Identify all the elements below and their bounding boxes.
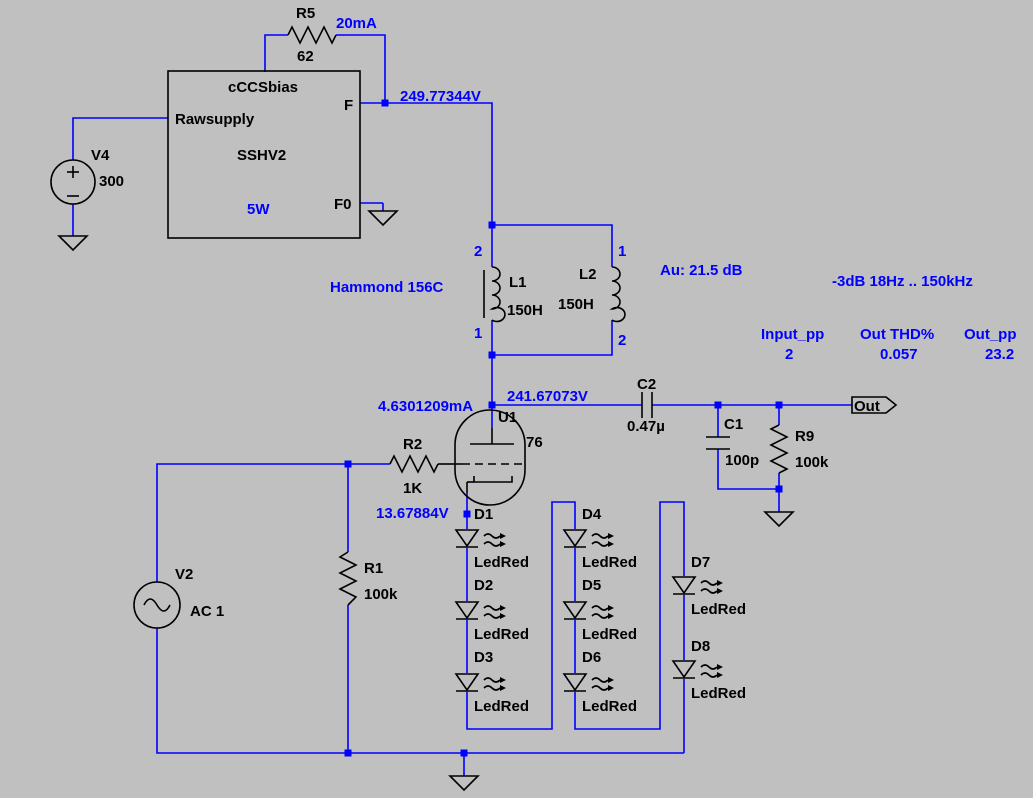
d5-led [562,601,614,620]
v4-value: 300 [99,173,124,190]
l1-name: L1 [509,274,527,291]
block-title: cCCSbias [228,79,298,96]
d6-led [562,673,614,692]
d8-name: D8 [691,638,710,655]
l2-pin-bottom: 2 [618,332,626,349]
d6-model: LedRed [582,698,637,715]
input-pp-value: 2 [785,346,793,363]
v4-name: V4 [91,147,110,164]
v2-value: AC 1 [190,603,224,620]
d8-model: LedRed [691,685,746,702]
labels: R5 62 20mA cCCSbias Rawsupply SSHV2 5W F… [91,5,1017,715]
r2-value: 1K [403,480,422,497]
r9-value: 100k [795,454,829,471]
input-pp-header: Input_pp [761,326,824,343]
d3-led [454,673,506,692]
d3-name: D3 [474,649,493,666]
d8-led [671,660,723,679]
r5-name: R5 [296,5,315,22]
d4-name: D4 [582,506,602,523]
r1-name: R1 [364,560,383,577]
l2-pin-top: 1 [618,243,626,260]
out-port [851,396,898,414]
c2-value: 0.47µ [627,418,665,435]
c2-name: C2 [637,376,656,393]
d5-model: LedRed [582,626,637,643]
c2-capacitor [641,392,653,418]
d2-name: D2 [474,577,493,594]
gain: Au: 21.5 dB [660,262,743,279]
l1-value: 150H [507,302,543,319]
wires [72,34,852,776]
pin-rawsupply: Rawsupply [175,111,255,128]
ccs-bias-block [167,70,361,239]
r1-value: 100k [364,586,398,603]
ground-symbol [448,775,480,792]
l1-pin-bottom: 1 [474,325,482,342]
r2-resistor [389,454,439,474]
pin-f: F [344,97,353,114]
c1-value: 100p [725,452,759,469]
r2-name: R2 [403,436,422,453]
pin-f0: F0 [334,196,352,213]
cathode-voltage: 13.67884V [376,505,449,522]
r5-current: 20mA [336,15,377,32]
out-pp-value: 23.2 [985,346,1014,363]
d6-name: D6 [582,649,601,666]
l2-name: L2 [579,266,597,283]
d2-led [454,601,506,620]
plate-current: 4.6301209mA [378,398,473,415]
thd-value: 0.057 [880,346,918,363]
junctions [344,99,783,757]
v2-name: V2 [175,566,193,583]
transformer-model: Hammond 156C [330,279,444,296]
l2-value: 150H [558,296,594,313]
d4-model: LedRed [582,554,637,571]
d7-led [671,576,723,595]
r9-resistor [769,424,789,474]
d7-name: D7 [691,554,710,571]
node-supply-voltage: 249.77344V [400,88,481,105]
r9-name: R9 [795,428,814,445]
bandwidth: -3dB 18Hz .. 150kHz [832,273,973,290]
v4-dc-source [50,159,96,205]
led-diodes [454,529,723,692]
d3-model: LedRed [474,698,529,715]
l1-inductor [483,266,506,323]
u1-name: U1 [498,409,517,426]
plate-voltage: 241.67073V [507,388,588,405]
u1-model: 76 [526,434,543,451]
c1-name: C1 [724,416,743,433]
ground-symbol [763,511,795,528]
d1-model: LedRed [474,554,529,571]
block-model: SSHV2 [237,147,286,164]
d5-name: D5 [582,577,601,594]
out-pp-header: Out_pp [964,326,1017,343]
thd-header: Out THD% [860,326,934,343]
c1-capacitor [706,436,730,450]
d1-led [454,529,506,548]
d7-model: LedRed [691,601,746,618]
l2-inductor [609,266,626,323]
r5-value: 62 [297,48,314,65]
l1-pin-top: 2 [474,243,482,260]
ground-symbol [57,235,89,252]
d1-name: D1 [474,506,493,523]
r5-resistor [287,25,337,45]
out-port-label: Out [854,398,880,415]
u1-triode-tube [452,409,526,506]
v2-ac-source [133,581,181,629]
ground-symbol [367,210,399,227]
block-power: 5W [247,201,270,218]
d4-led [562,529,614,548]
r1-resistor [338,551,358,606]
d2-model: LedRed [474,626,529,643]
